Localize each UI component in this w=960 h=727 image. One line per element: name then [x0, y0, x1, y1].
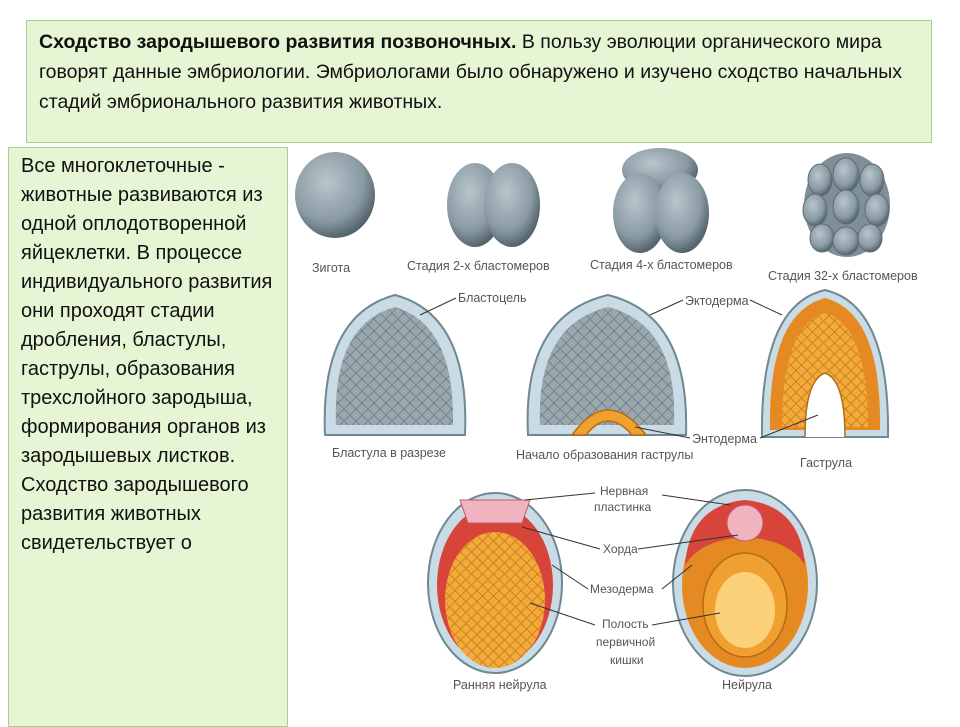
- mesoderm-label: Мезодерма: [590, 582, 654, 596]
- side-text: Все многоклеточные - животные развиваютс…: [21, 155, 273, 554]
- neural-plate-label-1: Нервная: [600, 484, 648, 498]
- header-box: Сходство зародышевого развития позвоночн…: [26, 20, 932, 143]
- neural-plate-leader: [524, 492, 731, 506]
- endoderm-label: Энтодерма: [692, 432, 757, 446]
- blastocoel-label: Бластоцель: [458, 291, 526, 305]
- blastocoel-leader: [419, 297, 457, 316]
- gastrula-label: Гаструла: [800, 456, 852, 470]
- stage4-label: Стадия 4-х бластомеров: [590, 258, 733, 272]
- neurula: [672, 489, 818, 677]
- neurula-label: Нейрула: [722, 678, 772, 692]
- embryo-diagram: Зигота Стадия 2-х бластомеров Стадия 4-х…: [295, 148, 918, 692]
- stage2-label: Стадия 2-х бластомеров: [407, 259, 550, 273]
- gut-label-3: кишки: [610, 653, 644, 667]
- chord-leader: [521, 526, 739, 550]
- chord-label: Хорда: [603, 542, 638, 556]
- embryo-figure: Зигота Стадия 2-х бластомеров Стадия 4-х…: [290, 145, 960, 720]
- header-title: Сходство зародышевого развития позвоночн…: [39, 31, 517, 53]
- ectoderm-leader: [649, 299, 783, 316]
- gastrula-start-label: Начало образования гаструлы: [516, 448, 693, 462]
- stage-32-blastomeres: [802, 153, 890, 257]
- side-text-box: Все многоклеточные - животные развиваютс…: [8, 147, 288, 727]
- gut-label-1: Полость: [602, 617, 649, 631]
- ectoderm-label: Эктодерма: [685, 294, 749, 308]
- gastrula-start: [526, 293, 688, 436]
- stage-2-blastomeres: [447, 163, 540, 247]
- gastrula: [760, 288, 890, 438]
- endoderm-leader: [634, 414, 819, 439]
- early-neurula-label: Ранняя нейрула: [453, 678, 547, 692]
- stage-4-blastomeres: [613, 148, 709, 253]
- gut-leader: [529, 602, 721, 626]
- stage32-label: Стадия 32-х бластомеров: [768, 269, 918, 283]
- neural-plate-label-2: пластинка: [594, 500, 652, 514]
- blastula-label: Бластула в разрезе: [332, 446, 446, 460]
- header-text: В пользу эволюции органического мира гов…: [39, 31, 903, 113]
- mesoderm-leader: [551, 564, 693, 590]
- gut-label-2: первичной: [596, 635, 655, 649]
- zygote: [295, 152, 375, 238]
- early-neurula: [427, 492, 563, 674]
- zygote-label: Зигота: [312, 261, 350, 275]
- blastula: [323, 293, 467, 436]
